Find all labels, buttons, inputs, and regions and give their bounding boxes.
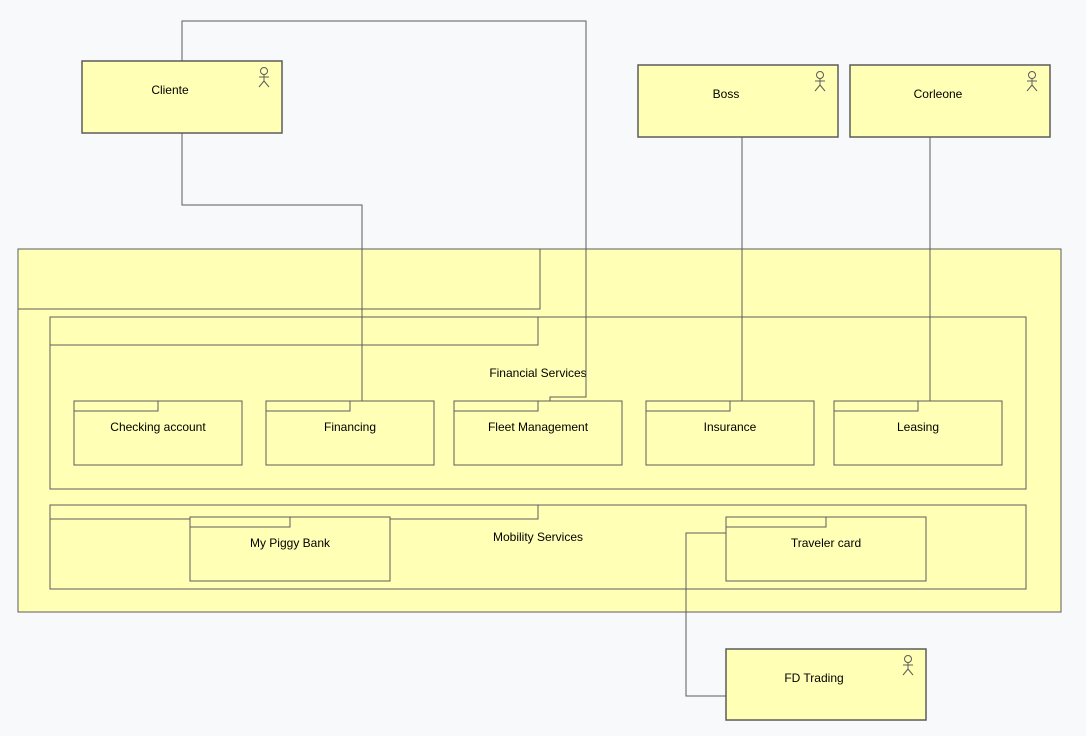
product-label: Financing bbox=[324, 420, 376, 434]
actor-fd-trading[interactable]: FD Trading bbox=[725, 648, 927, 721]
actor-icon bbox=[258, 67, 270, 88]
product-label: Checking account bbox=[110, 420, 206, 434]
mobility-services-label: Mobility Services bbox=[493, 530, 583, 544]
actor-icon bbox=[902, 655, 914, 676]
product-insurance[interactable]: Insurance bbox=[645, 400, 815, 466]
actor-icon bbox=[814, 71, 826, 92]
financial-services-label: Financial Services bbox=[489, 366, 586, 380]
product-label: Traveler card bbox=[791, 536, 861, 550]
product-traveler-card[interactable]: Traveler card bbox=[725, 516, 927, 582]
product-checking-account[interactable]: Checking account bbox=[73, 400, 243, 466]
product-leasing[interactable]: Leasing bbox=[833, 400, 1003, 466]
connector-cliente-financing[interactable] bbox=[181, 133, 363, 401]
product-tab bbox=[73, 400, 159, 412]
connectors bbox=[181, 20, 931, 697]
product-financing[interactable]: Financing bbox=[265, 400, 435, 466]
actor-label: Corleone bbox=[914, 87, 963, 101]
product-tab bbox=[725, 516, 827, 528]
product-tab bbox=[189, 516, 291, 528]
product-label: Fleet Management bbox=[488, 420, 589, 434]
actor-icon bbox=[1026, 71, 1038, 92]
actor-label: Boss bbox=[713, 87, 740, 101]
outer-container-header bbox=[17, 248, 541, 310]
product-fleet-management[interactable]: Fleet Management bbox=[453, 400, 623, 466]
connector-fdtrading-traveler-card[interactable] bbox=[685, 532, 726, 697]
actor-label: Cliente bbox=[151, 83, 189, 97]
product-my-piggy-bank[interactable]: My Piggy Bank bbox=[189, 516, 391, 582]
product-tab bbox=[453, 400, 539, 412]
actor-corleone[interactable]: Corleone bbox=[849, 64, 1051, 138]
product-tab bbox=[645, 400, 731, 412]
product-label: Insurance bbox=[704, 420, 757, 434]
actor-cliente[interactable]: Cliente bbox=[81, 60, 283, 134]
product-label: Leasing bbox=[897, 420, 939, 434]
product-tab bbox=[265, 400, 351, 412]
actor-boss[interactable]: Boss bbox=[637, 64, 839, 138]
financial-services-header bbox=[49, 316, 539, 346]
actor-label: FD Trading bbox=[784, 671, 843, 685]
connector-cliente-fleet-management[interactable] bbox=[181, 20, 587, 401]
product-tab bbox=[833, 400, 919, 412]
product-label: My Piggy Bank bbox=[250, 536, 331, 550]
